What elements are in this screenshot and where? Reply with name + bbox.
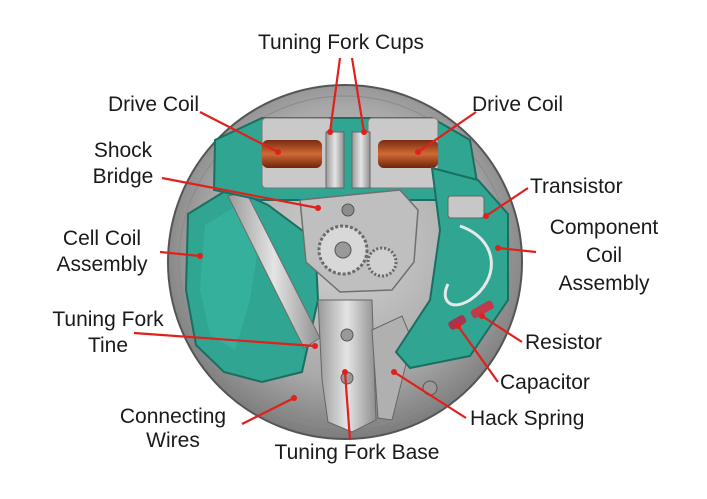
arrow-cell: [197, 253, 203, 259]
drive-coil-left: [262, 140, 322, 168]
label-capacitor: Capacitor: [500, 371, 590, 394]
tuning-fork-base: [317, 299, 377, 433]
label-tuning-fork-tine: Tuning Fork Tine: [36, 309, 180, 357]
label-assembly-right: Assembly: [558, 272, 650, 295]
center-gear-hub: [334, 241, 352, 259]
label-tuning-fork-cups: Tuning Fork Cups: [257, 31, 425, 54]
tuning-fork-cup-right: [351, 131, 371, 189]
arrow-component: [495, 245, 501, 251]
arrow-tine: [312, 343, 318, 349]
tuning-fork-cup-left: [325, 131, 345, 189]
capacitor-part: [448, 315, 467, 330]
label-connecting-wires: Connecting Wires: [104, 406, 242, 452]
label-component-coil-assembly: Component Coil Assembly: [532, 217, 676, 295]
leader-transistor: [485, 187, 529, 217]
leader-drive-coil-right: [417, 111, 477, 153]
arrow-hack: [391, 369, 397, 375]
leader-arrowheads: [197, 129, 501, 401]
label-tuning-fork-base: Tuning Fork Base: [274, 441, 440, 464]
label-wires: Wires: [146, 429, 200, 452]
drive-coil-right: [378, 140, 438, 168]
label-shock-bridge: Shock Bridge: [76, 140, 170, 188]
leader-connecting-wires: [241, 397, 295, 425]
leader-resistor: [481, 315, 523, 343]
label-resistor: Resistor: [525, 331, 603, 354]
label-component: Component: [549, 216, 659, 239]
component-coil-wire: [443, 224, 493, 307]
label-tuning-fork: Tuning Fork: [52, 308, 164, 331]
leader-hack-spring: [393, 371, 467, 419]
arrow-shock: [315, 205, 321, 211]
arrow-base: [342, 369, 348, 375]
label-hack-spring: Hack Spring: [470, 407, 585, 430]
bridge-screw: [341, 203, 355, 217]
arrow-transistor: [483, 213, 489, 219]
resistor-part: [470, 300, 494, 319]
arrow-resistor: [479, 313, 485, 319]
arrow-wires: [291, 395, 297, 401]
base-screw-1: [340, 328, 354, 342]
small-gear: [366, 246, 398, 278]
label-cell-coil: Cell Coil: [62, 227, 142, 250]
leader-component-coil: [497, 246, 537, 254]
label-drive-coil-right: Drive Coil: [472, 93, 564, 116]
label-transistor: Transistor: [530, 175, 623, 198]
leader-cups-right: [350, 57, 366, 133]
leader-tine: [133, 331, 316, 348]
leader-cell-coil: [159, 250, 201, 258]
arrow-drive-right: [415, 149, 421, 155]
label-shock: Shock: [93, 139, 153, 162]
leader-fork-base: [343, 371, 352, 441]
arrow-cups-left: [327, 129, 333, 135]
leader-capacitor: [457, 325, 499, 383]
leader-lines: [133, 57, 537, 441]
arrow-cups-right: [361, 129, 367, 135]
label-tine: Tine: [87, 334, 129, 357]
arrow-drive-left: [275, 149, 281, 155]
transistor-part: [447, 195, 485, 219]
cell-coil-board-shade: [200, 205, 262, 350]
label-assembly: Assembly: [56, 253, 148, 276]
arrow-capacitor: [455, 323, 461, 329]
leader-cups-left: [328, 57, 342, 133]
leader-drive-coil-left: [199, 111, 279, 153]
leader-shock-bridge: [161, 176, 319, 210]
label-cell-coil-assembly: Cell Coil Assembly: [40, 228, 164, 276]
label-coil: Coil: [585, 244, 623, 267]
label-connecting: Connecting: [119, 405, 227, 428]
label-drive-coil-left: Drive Coil: [108, 93, 200, 116]
label-bridge: Bridge: [92, 165, 154, 188]
